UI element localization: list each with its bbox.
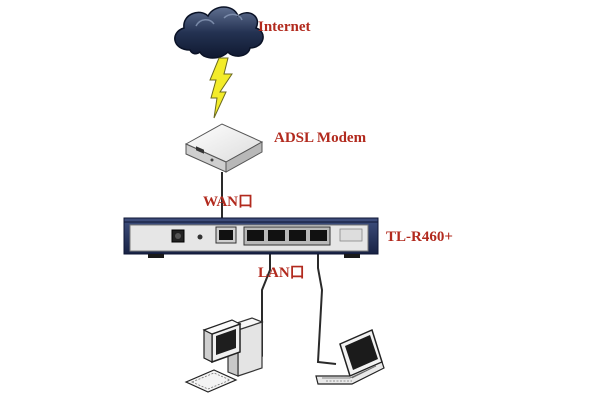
router-model-label: TL-R460+	[386, 229, 453, 245]
modem-icon	[184, 123, 264, 173]
lan-to-laptop-cable	[316, 242, 337, 365]
wan-port-label: WAN口	[203, 194, 254, 210]
router-icon	[123, 217, 379, 258]
internet-label: Internet	[258, 19, 311, 35]
lightning-icon	[209, 57, 233, 119]
wan-port-icon	[215, 226, 237, 244]
lan-port-label: LAN口	[258, 265, 305, 281]
laptop-icon	[315, 328, 385, 385]
lan-ports-icon	[243, 226, 331, 246]
cloud-icon	[174, 6, 264, 59]
adsl-modem-label: ADSL Modem	[274, 130, 367, 146]
desktop-computer-icon	[184, 317, 264, 393]
